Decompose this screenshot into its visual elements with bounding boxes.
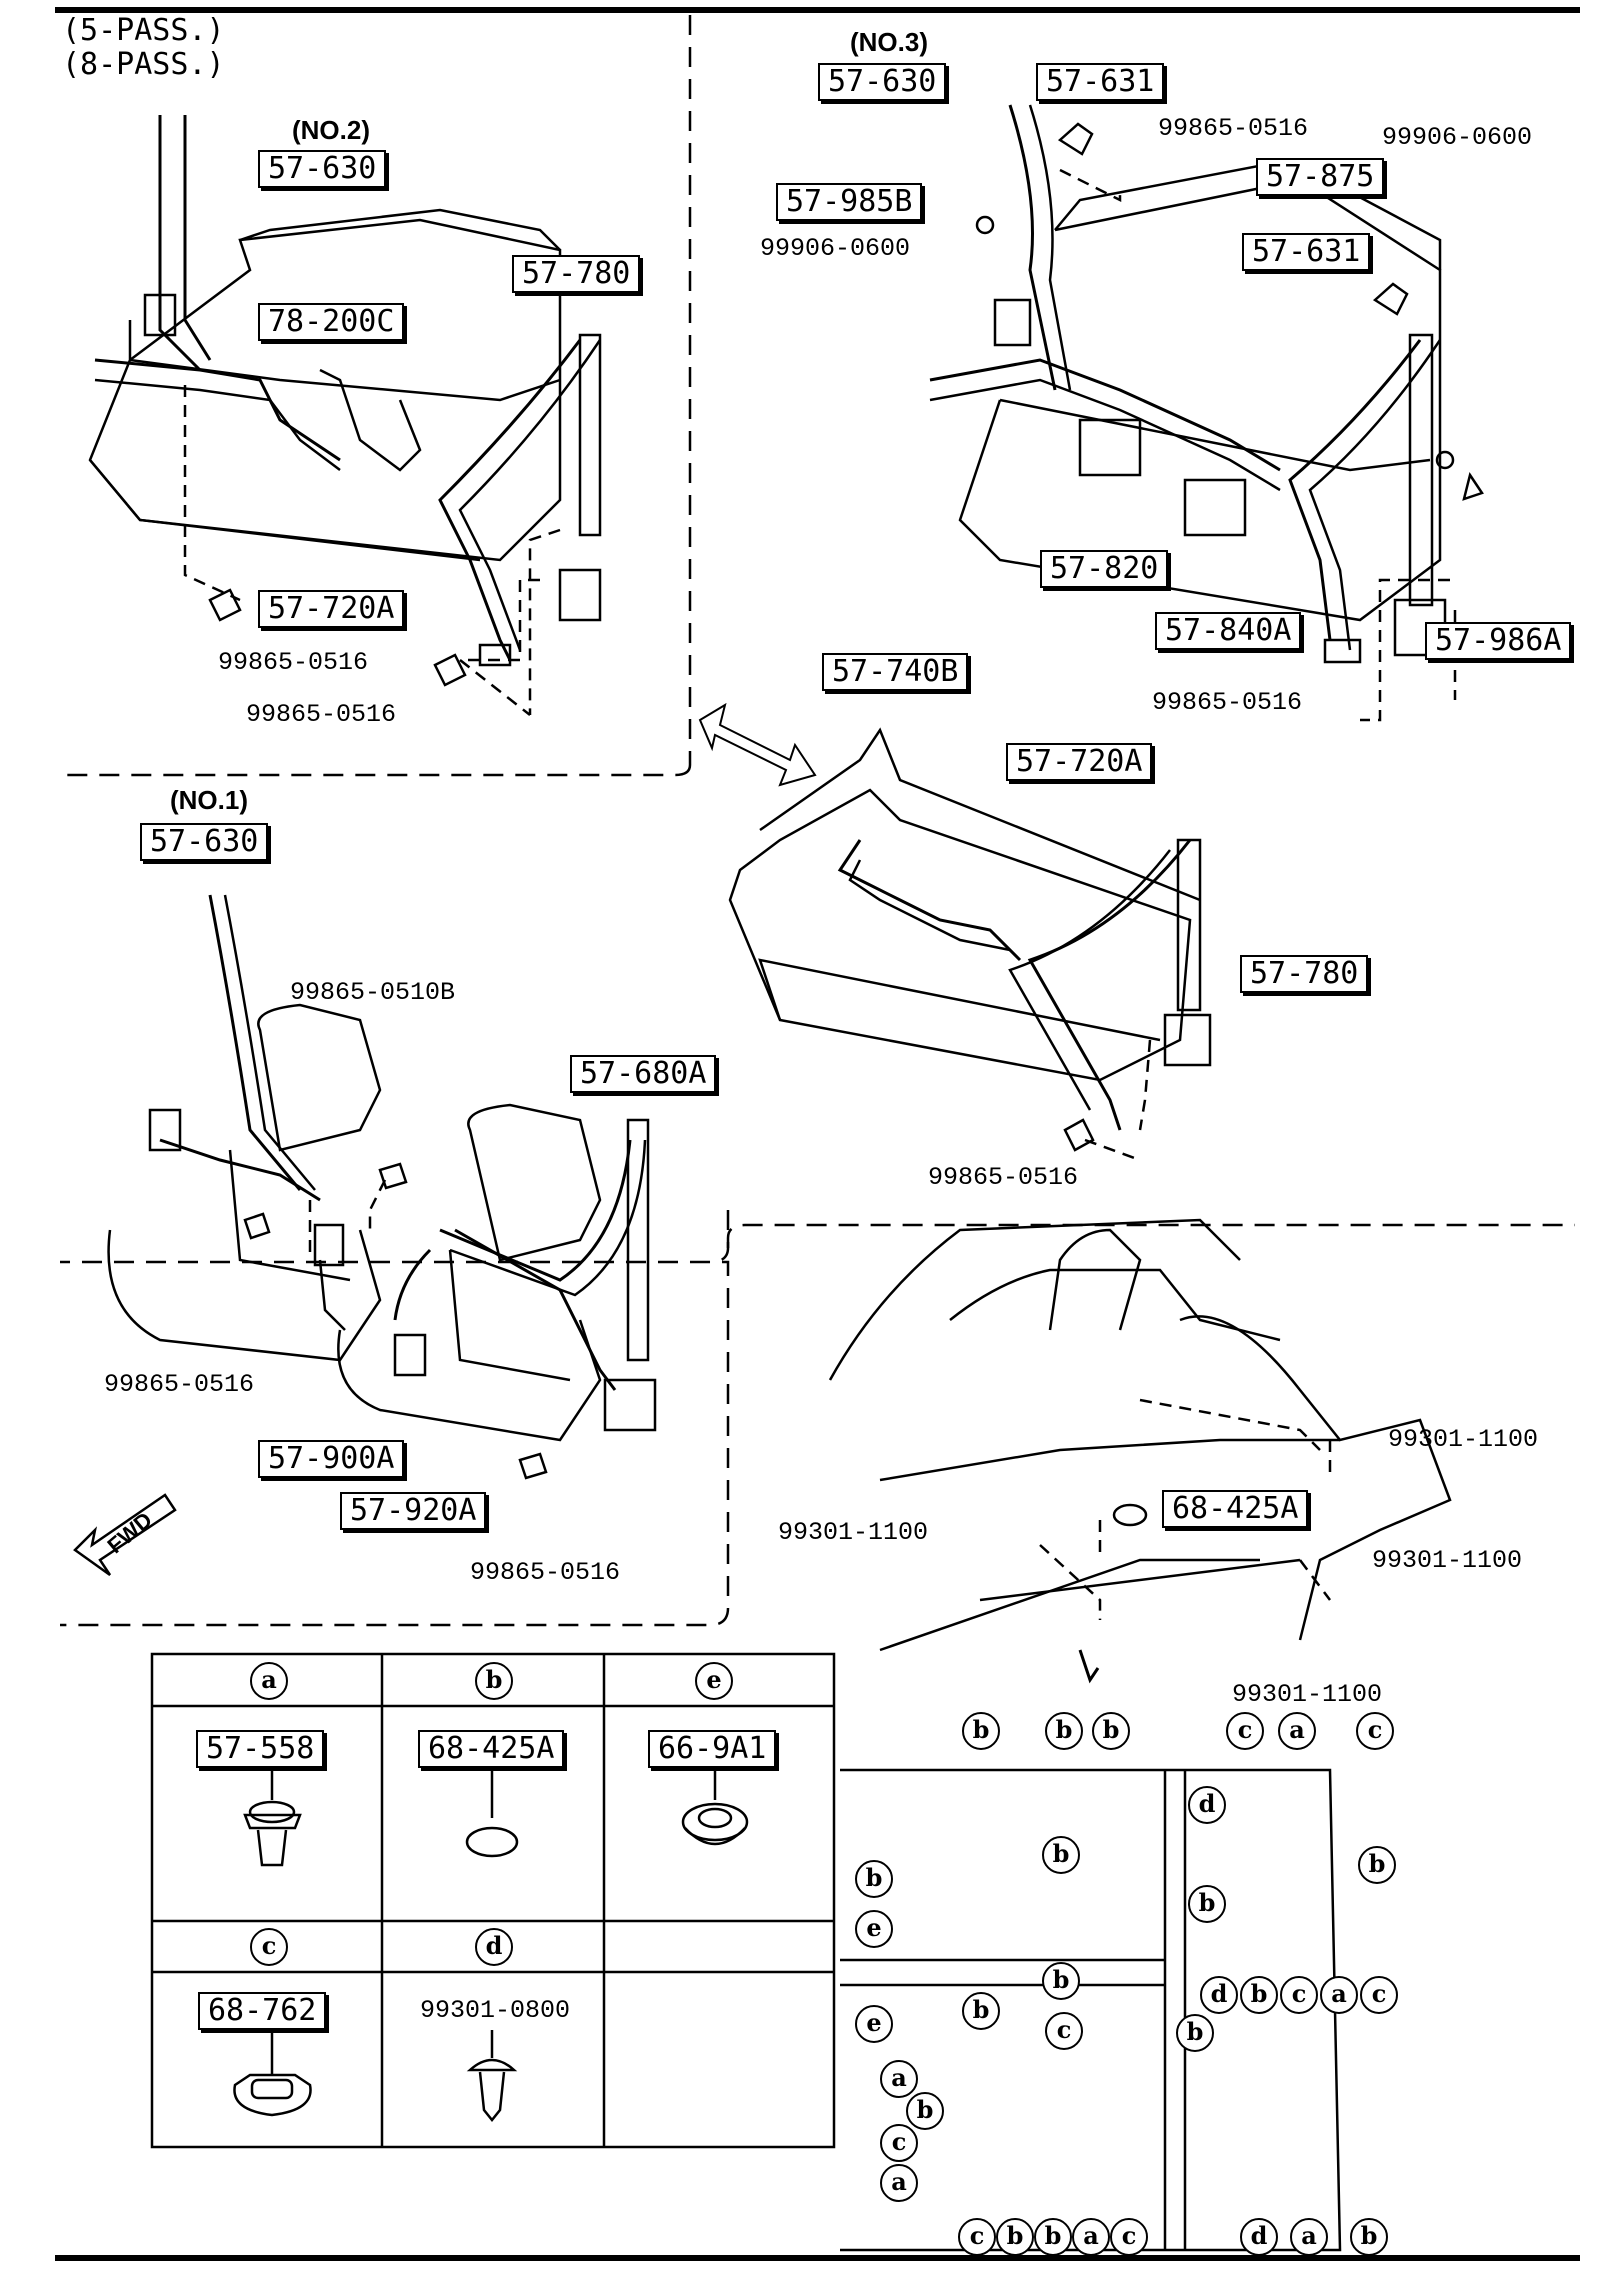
clip-bottom-8: b [1350,2218,1388,2256]
clip-bottom-2: b [996,2218,1034,2256]
clip-right-5: c [1360,1976,1398,2014]
part-57-720a-rear: 57-720A [1006,743,1153,781]
bolt-99301-1100-a: 99301-1100 [1388,1425,1539,1454]
part-57-920a: 57-920A [340,1492,487,1530]
part-57-780-no2: 57-780 [512,255,641,293]
legend-part-68-762: 68-762 [198,1992,327,2030]
bolt-99865-0516-no1-a: 99865-0516 [104,1370,255,1399]
clip-top-2: b [1045,1712,1083,1750]
legend-b: b [475,1662,513,1700]
clip-left-4: a [880,2164,918,2202]
bolt-99301-1100-c: 99301-1100 [1372,1546,1523,1575]
clip-top-1: b [962,1712,1000,1750]
part-57-631-a: 57-631 [1036,63,1165,101]
bolt-99301-1100-d: 99301-1100 [1232,1680,1383,1709]
clip-mid-b7: b [1176,2014,1214,2052]
clip-top-4: c [1226,1712,1264,1750]
legend-part-66-9a1: 66-9A1 [648,1730,777,1768]
legend-part-68-425a: 68-425A [418,1730,565,1768]
part-57-820: 57-820 [1040,550,1169,588]
part-57-680a: 57-680A [570,1055,717,1093]
part-68-425a-body: 68-425A [1162,1490,1309,1528]
bolt-99865-0516-no3-bottom: 99865-0516 [1152,688,1303,717]
part-57-840a: 57-840A [1155,612,1302,650]
part-57-985b: 57-985B [776,183,923,221]
part-57-740b: 57-740B [822,653,969,691]
part-78-200c: 78-200C [258,303,405,341]
part-57-631-b: 57-631 [1242,233,1371,271]
header-8-pass: (8-PASS.) [62,47,225,82]
clip-right-4: a [1320,1976,1358,2014]
bolt-99865-0516-no2-a: 99865-0516 [218,648,369,677]
clip-mid-e2: e [855,2005,893,2043]
part-57-630-no1: 57-630 [140,823,269,861]
bolt-99906-0600-a: 99906-0600 [1382,123,1533,152]
bolt-99906-0600-b: 99906-0600 [760,234,911,263]
legend-part-57-558: 57-558 [196,1730,325,1768]
clip-right-2: b [1240,1976,1278,2014]
bolt-99301-1100-b: 99301-1100 [778,1518,929,1547]
clip-bottom-7: a [1290,2218,1328,2256]
clip-bottom-3: b [1034,2218,1072,2256]
clip-right-3: c [1280,1976,1318,2014]
clip-mid-d: d [1188,1786,1226,1824]
legend-e: e [695,1662,733,1700]
part-57-780-rear: 57-780 [1240,955,1369,993]
clip-top-3: b [1092,1712,1130,1750]
clip-mid-c: c [1045,2012,1083,2050]
clip-bottom-1: c [958,2218,996,2256]
legend-a: a [250,1662,288,1700]
clip-bottom-5: c [1110,2218,1148,2256]
title-no1: (NO.1) [170,785,248,815]
clip-mid-b2: b [1358,1846,1396,1884]
clip-right-1: d [1200,1976,1238,2014]
bolt-99865-0516-rear: 99865-0516 [928,1163,1079,1192]
part-57-720a-no2: 57-720A [258,590,405,628]
clip-mid-e1: e [855,1910,893,1948]
header-5-pass: (5-PASS.) [62,13,225,48]
legend-part-99301-0800: 99301-0800 [420,1996,571,2025]
legend-d: d [475,1928,513,1966]
part-57-630-no3: 57-630 [818,63,947,101]
bolt-99865-0516-no1-b: 99865-0516 [470,1558,621,1587]
clip-mid-b1: b [1042,1836,1080,1874]
clip-top-6: c [1356,1712,1394,1750]
clip-mid-b3: b [1188,1885,1226,1923]
part-57-900a: 57-900A [258,1440,405,1478]
title-no3: (NO.3) [850,27,928,57]
clip-mid-b6: b [962,1992,1000,2030]
clip-top-5: a [1278,1712,1316,1750]
legend-c: c [250,1928,288,1966]
clip-bottom-6: d [1240,2218,1278,2256]
title-no2: (NO.2) [292,115,370,145]
bolt-99865-0510b: 99865-0510B [290,978,456,1007]
part-57-986a: 57-986A [1425,622,1572,660]
bolt-99865-0516-no2-b: 99865-0516 [246,700,397,729]
clip-left-2: b [906,2092,944,2130]
part-57-630-no2: 57-630 [258,150,387,188]
clip-left-3: c [880,2124,918,2162]
clip-bottom-4: a [1072,2218,1110,2256]
clip-left-1: a [880,2060,918,2098]
clip-mid-b5: b [1042,1962,1080,2000]
clip-mid-b4: b [855,1860,893,1898]
bolt-99865-0516-no3-top: 99865-0516 [1158,114,1309,143]
part-57-875: 57-875 [1256,158,1385,196]
